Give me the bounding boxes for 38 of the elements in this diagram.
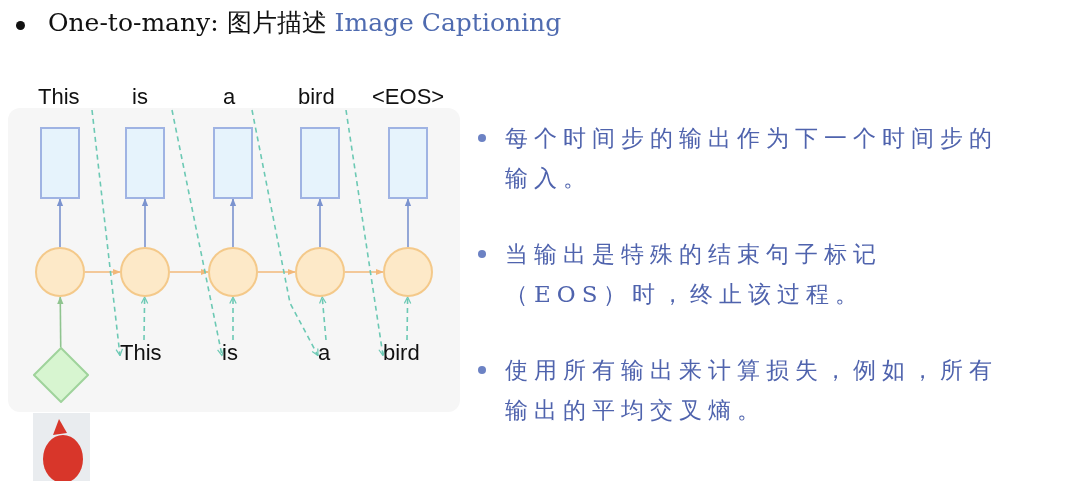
arrow (316, 198, 324, 248)
arrow (84, 268, 121, 276)
arrow (57, 296, 64, 349)
bullet-text: 当输出是特殊的结束句子标记（EOS）时，终止该过程。 (505, 240, 883, 309)
output-box (388, 127, 428, 199)
dashed-arrow (171, 109, 225, 357)
word-label: is (132, 84, 172, 110)
dashed-arrow (403, 296, 412, 341)
arrow (257, 268, 296, 276)
word-label: bird (298, 84, 346, 110)
arrow (141, 198, 149, 248)
word-label: This (120, 340, 168, 366)
arrow (344, 268, 384, 276)
dashed-arrow (318, 296, 327, 341)
output-box (213, 127, 253, 199)
dashed-arrow (140, 296, 149, 341)
arrow (229, 198, 237, 248)
dashed-arrow (251, 109, 319, 357)
output-box (125, 127, 165, 199)
output-box (300, 127, 340, 199)
input-diamond (33, 347, 89, 403)
arrow (169, 268, 209, 276)
word-label: a (318, 340, 334, 366)
heading-text: One-to-many: 图片描述 (48, 8, 327, 37)
dashed-arrow (91, 109, 124, 357)
bullet-text: 使用所有输出来计算损失，例如，所有输出的平均交叉熵。 (505, 356, 999, 425)
output-box (40, 127, 80, 199)
arrow (404, 198, 412, 248)
dashed-arrow (345, 109, 386, 357)
word-label: bird (383, 340, 431, 366)
word-label: <EOS> (372, 84, 448, 110)
word-label: a (223, 84, 252, 110)
heading-text: Image Captioning (334, 8, 562, 37)
dashed-arrow (229, 296, 237, 341)
arrow (56, 198, 64, 248)
bullet-text: 每个时间步的输出作为下一个时间步的输入。 (505, 124, 999, 193)
word-label: is (222, 340, 244, 366)
word-label: This (38, 84, 92, 110)
